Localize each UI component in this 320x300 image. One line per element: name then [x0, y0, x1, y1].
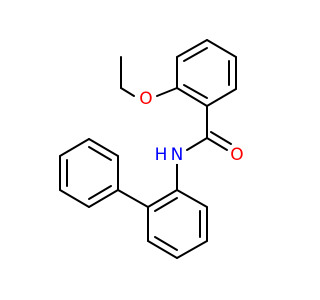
phenyl-ring	[59, 138, 119, 208]
bond-biaryl	[117, 189, 149, 208]
bond-c-o-double-2	[210, 131, 232, 145]
ring-c-double-3	[88, 185, 112, 200]
oxygen-ether-label: O	[139, 89, 152, 109]
ring-c-bond-2	[88, 138, 119, 157]
ring-a-bond-2	[176, 39, 208, 58]
oxygen-carbonyl-label: O	[230, 145, 243, 165]
ring-a-double-1	[183, 47, 208, 62]
bond-ch2-o	[120, 87, 135, 97]
ring-c-bond-3	[59, 138, 90, 157]
ring-a-bond-3	[206, 39, 237, 58]
bond-o-aryl	[156, 87, 178, 97]
ring-c-bond-5	[59, 189, 90, 208]
aniline-ring	[147, 189, 208, 259]
ring-b-bond-1	[176, 189, 208, 208]
benzoyl-ring	[176, 39, 237, 107]
ring-b-bond-4	[147, 240, 178, 259]
ring-a-double-3	[183, 84, 208, 99]
hydrogen-amide-label: H	[155, 145, 168, 165]
ring-b-bond-3	[176, 240, 208, 259]
atom-oxygen-ether: O	[137, 89, 155, 109]
ethyl-group	[120, 56, 135, 97]
bond-c-o-double-1	[206, 137, 228, 151]
structure-canvas: O O N H	[59, 39, 246, 259]
ring-b-double-3	[154, 197, 178, 212]
ring-a-bond-6	[176, 87, 208, 107]
ring-b-bond-6	[147, 189, 178, 208]
atom-oxygen-carbonyl: O	[228, 145, 246, 165]
atom-nitrogen-amide: N H	[153, 145, 186, 165]
nitrogen-amide-label: N	[171, 145, 184, 165]
ring-c-bond-6	[88, 189, 119, 208]
bond-c-n	[186, 137, 208, 151]
ring-a-bond-5	[206, 88, 237, 107]
ring-b-double-2	[154, 236, 178, 251]
ring-c-double-1	[88, 146, 112, 161]
